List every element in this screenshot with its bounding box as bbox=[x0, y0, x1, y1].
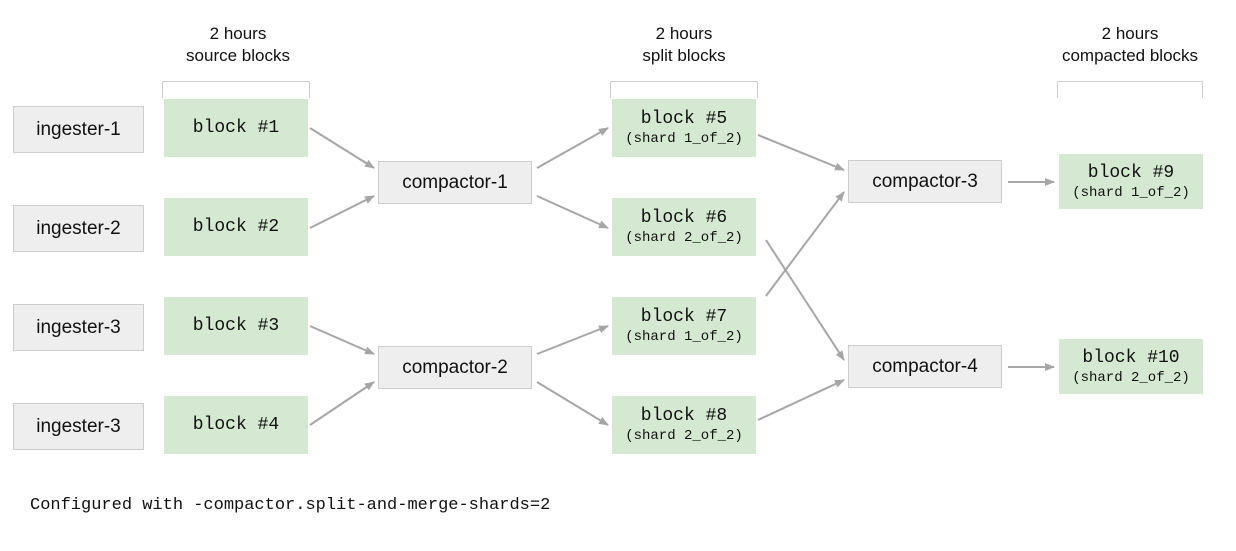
ingester-2-node[interactable]: ingester-2 bbox=[13, 205, 144, 252]
edge-block5-compactor3 bbox=[757, 134, 845, 171]
compacted-block-10[interactable]: block #10 (shard 2_of_2) bbox=[1059, 339, 1203, 394]
compacted-block-9-title: block #9 bbox=[1087, 162, 1175, 183]
source-block-4-title: block #4 bbox=[192, 415, 280, 435]
edge-block7-compactor3 bbox=[765, 191, 845, 297]
ingester-1-node[interactable]: ingester-1 bbox=[13, 106, 144, 153]
compacted-block-9[interactable]: block #9 (shard 1_of_2) bbox=[1059, 154, 1203, 209]
ingester-4-label: ingester-3 bbox=[36, 415, 121, 437]
edge-block1-compactor1 bbox=[309, 127, 375, 169]
compactor-4-label: compactor-4 bbox=[872, 355, 978, 377]
split-block-8-sub: (shard 2_of_2) bbox=[625, 428, 743, 444]
split-block-7-title: block #7 bbox=[640, 307, 728, 327]
compactor-1-label: compactor-1 bbox=[402, 171, 508, 193]
split-block-5[interactable]: block #5 (shard 1_of_2) bbox=[612, 99, 756, 157]
ingester-3-label: ingester-3 bbox=[36, 316, 121, 338]
edge-block8-compactor4 bbox=[757, 379, 845, 421]
edge-compactor2-block8 bbox=[536, 381, 609, 426]
ingester-2-label: ingester-2 bbox=[36, 217, 121, 239]
edge-compactor1-block6 bbox=[536, 195, 609, 229]
split-block-8-title: block #8 bbox=[640, 406, 728, 426]
source-block-3[interactable]: block #3 bbox=[164, 297, 308, 355]
compacted-block-9-sub: (shard 1_of_2) bbox=[1072, 184, 1190, 201]
source-block-2-title: block #2 bbox=[192, 217, 280, 237]
compactor-4-node[interactable]: compactor-4 bbox=[848, 345, 1002, 388]
edge-block6-compactor4 bbox=[765, 239, 845, 361]
column-header-compacted-line1: 2 hours bbox=[1101, 24, 1159, 43]
edge-compactor1-block5 bbox=[536, 127, 609, 169]
split-block-6-title: block #6 bbox=[640, 208, 728, 228]
column-header-source: 2 hours source blocks bbox=[166, 23, 310, 67]
compactor-2-label: compactor-2 bbox=[402, 356, 508, 378]
ingester-3-node[interactable]: ingester-3 bbox=[13, 304, 144, 351]
split-block-5-sub: (shard 1_of_2) bbox=[625, 131, 743, 147]
source-block-2[interactable]: block #2 bbox=[164, 198, 308, 256]
column-header-source-line1: 2 hours bbox=[209, 24, 267, 43]
column-header-split-line1: 2 hours bbox=[655, 24, 713, 43]
compactor-1-node[interactable]: compactor-1 bbox=[378, 161, 532, 204]
time-bracket-compacted bbox=[1057, 81, 1203, 98]
source-block-1-title: block #1 bbox=[192, 118, 280, 138]
split-block-7-sub: (shard 1_of_2) bbox=[625, 329, 743, 345]
column-header-split-line2: split blocks bbox=[642, 46, 726, 65]
source-block-3-title: block #3 bbox=[192, 316, 280, 336]
edge-compactor2-block7 bbox=[536, 325, 609, 355]
split-block-7[interactable]: block #7 (shard 1_of_2) bbox=[612, 297, 756, 355]
time-bracket-source bbox=[162, 81, 310, 98]
source-block-1[interactable]: block #1 bbox=[164, 99, 308, 157]
compactor-2-node[interactable]: compactor-2 bbox=[378, 346, 532, 389]
edge-block4-compactor2 bbox=[309, 381, 375, 426]
split-block-6-sub: (shard 2_of_2) bbox=[625, 230, 743, 246]
compacted-block-10-title: block #10 bbox=[1082, 347, 1180, 368]
compactor-3-label: compactor-3 bbox=[872, 170, 978, 192]
compactor-3-node[interactable]: compactor-3 bbox=[848, 160, 1002, 203]
column-header-compacted-line2: compacted blocks bbox=[1061, 46, 1199, 65]
diagram-caption: Configured with -compactor.split-and-mer… bbox=[30, 496, 551, 515]
source-block-4[interactable]: block #4 bbox=[164, 396, 308, 454]
column-header-compacted: 2 hours compacted blocks bbox=[1058, 23, 1202, 67]
split-block-8[interactable]: block #8 (shard 2_of_2) bbox=[612, 396, 756, 454]
column-header-source-line2: source blocks bbox=[186, 46, 290, 65]
edge-block2-compactor1 bbox=[309, 195, 375, 229]
column-header-split: 2 hours split blocks bbox=[612, 23, 756, 67]
edge-block3-compactor2 bbox=[309, 325, 375, 355]
ingester-4-node[interactable]: ingester-3 bbox=[13, 403, 144, 450]
ingester-1-label: ingester-1 bbox=[36, 118, 121, 140]
compacted-block-10-sub: (shard 2_of_2) bbox=[1072, 369, 1190, 386]
time-bracket-split bbox=[610, 81, 758, 98]
split-block-5-title: block #5 bbox=[640, 109, 728, 129]
split-block-6[interactable]: block #6 (shard 2_of_2) bbox=[612, 198, 756, 256]
